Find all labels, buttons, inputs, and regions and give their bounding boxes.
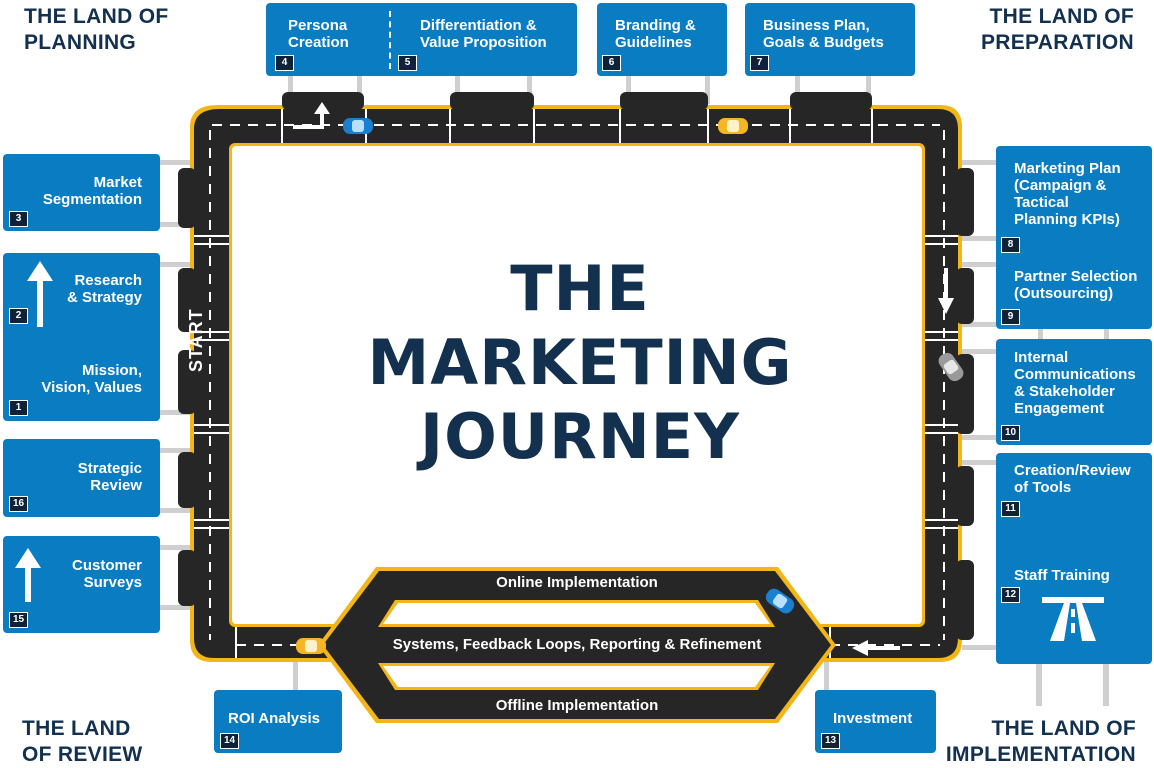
sign-marketing-plan-partner: Marketing Plan (Campaign & Tactical Plan…	[996, 146, 1152, 329]
sign-roi-analysis: ROI Analysis 14	[214, 690, 342, 753]
stop-9-number: 9	[1001, 309, 1020, 325]
stop-13-label: Investment	[833, 710, 913, 727]
center-panel	[232, 146, 922, 624]
sign-persona-differentiation: Persona Creation 4 Differentiation & Val…	[266, 3, 577, 76]
stop-2-label: Research & Strategy	[66, 272, 142, 306]
stop-6-number: 6	[602, 55, 621, 71]
stop-1-number: 1	[9, 400, 28, 416]
sign-business-plan: Business Plan, Goals & Budgets 7	[745, 3, 915, 76]
stop-10-label: Internal Communications & Stakeholder En…	[1014, 349, 1136, 417]
stop-7-number: 7	[750, 55, 769, 71]
crossings	[194, 109, 958, 658]
sign-posts	[160, 76, 1109, 706]
highway-icon	[1042, 597, 1104, 641]
stop-4-label: Persona Creation	[288, 17, 349, 51]
car-icon	[296, 638, 326, 654]
stop-16-label: Strategic Review	[77, 460, 142, 494]
page-title: THE MARKETING JOURNEY	[300, 252, 860, 474]
stop-9-label: Partner Selection (Outsourcing)	[1014, 268, 1138, 302]
online-implementation-label: Online Implementation	[496, 574, 658, 591]
sign-strategic-review: Strategic Review 16	[3, 439, 160, 517]
sign-market-segmentation: Market Segmentation 3	[3, 154, 160, 231]
car-icon	[765, 588, 795, 614]
stop-12-number: 12	[1001, 587, 1020, 603]
sign-investment: Investment 13	[815, 690, 936, 753]
car-icon	[718, 118, 748, 134]
stop-8-label: Marketing Plan (Campaign & Tactical Plan…	[1014, 160, 1121, 228]
stop-1-label: Mission, Vision, Values	[41, 362, 142, 396]
stop-6-label: Branding & Guidelines	[615, 17, 696, 51]
sign-internal-communications: Internal Communications & Stakeholder En…	[996, 339, 1152, 445]
stop-14-number: 14	[220, 733, 239, 749]
stop-4-number: 4	[275, 55, 294, 71]
stop-8-number: 8	[1001, 237, 1020, 253]
title-line-3: JOURNEY	[420, 400, 740, 473]
systems-feedback-label: Systems, Feedback Loops, Reporting & Ref…	[392, 636, 762, 653]
arrow-up-icon	[15, 548, 41, 602]
turn-right-arrow-icon	[293, 102, 330, 129]
stop-14-label: ROI Analysis	[228, 710, 320, 727]
stop-3-label: Market Segmentation	[42, 174, 142, 208]
stop-10-number: 10	[1001, 425, 1020, 441]
offline-implementation-label: Offline Implementation	[495, 697, 659, 714]
land-of-preparation-heading: THE LAND OF PREPARATION	[980, 5, 1134, 54]
loop-inner-bottom	[383, 666, 770, 687]
title-line-1: THE	[510, 252, 650, 325]
title-line-2: MARKETING	[367, 326, 793, 399]
car-icon	[343, 118, 373, 134]
stop-2-number: 2	[9, 308, 28, 324]
stop-11-label: Creation/Review of Tools	[1014, 462, 1131, 496]
stop-15-number: 15	[9, 612, 28, 628]
start-label: START	[186, 308, 206, 372]
arrow-up-icon	[27, 261, 53, 327]
land-of-implementation-heading: THE LAND OF IMPLEMENTATION	[945, 717, 1136, 766]
stop-12-label: Staff Training	[1014, 567, 1110, 584]
sign-branding: Branding & Guidelines 6	[597, 3, 727, 76]
land-of-planning-heading: THE LAND OF PLANNING	[24, 5, 169, 54]
sign-customer-surveys: Customer Surveys 15	[3, 536, 160, 633]
stop-16-number: 16	[9, 496, 28, 512]
arrow-left-icon	[852, 640, 900, 656]
stop-13-number: 13	[821, 733, 840, 749]
stop-7-label: Business Plan, Goals & Budgets	[763, 17, 884, 51]
stop-15-label: Customer Surveys	[71, 557, 142, 591]
sign-research-mission: Research & Strategy 2 Mission, Vision, V…	[3, 253, 160, 421]
loop-inner-top	[383, 603, 770, 624]
arrow-down-icon	[938, 268, 954, 314]
road-bays	[178, 92, 974, 640]
sign-tools-training: Creation/Review of Tools 11 Staff Traini…	[996, 453, 1152, 664]
stop-5-label: Differentiation & Value Proposition	[420, 17, 547, 51]
stop-5-number: 5	[398, 55, 417, 71]
sign-divider	[389, 11, 391, 69]
car-icon	[938, 352, 964, 382]
land-of-review-heading: THE LAND OF REVIEW	[22, 717, 143, 766]
stop-3-number: 3	[9, 211, 28, 227]
stop-11-number: 11	[1001, 501, 1020, 517]
